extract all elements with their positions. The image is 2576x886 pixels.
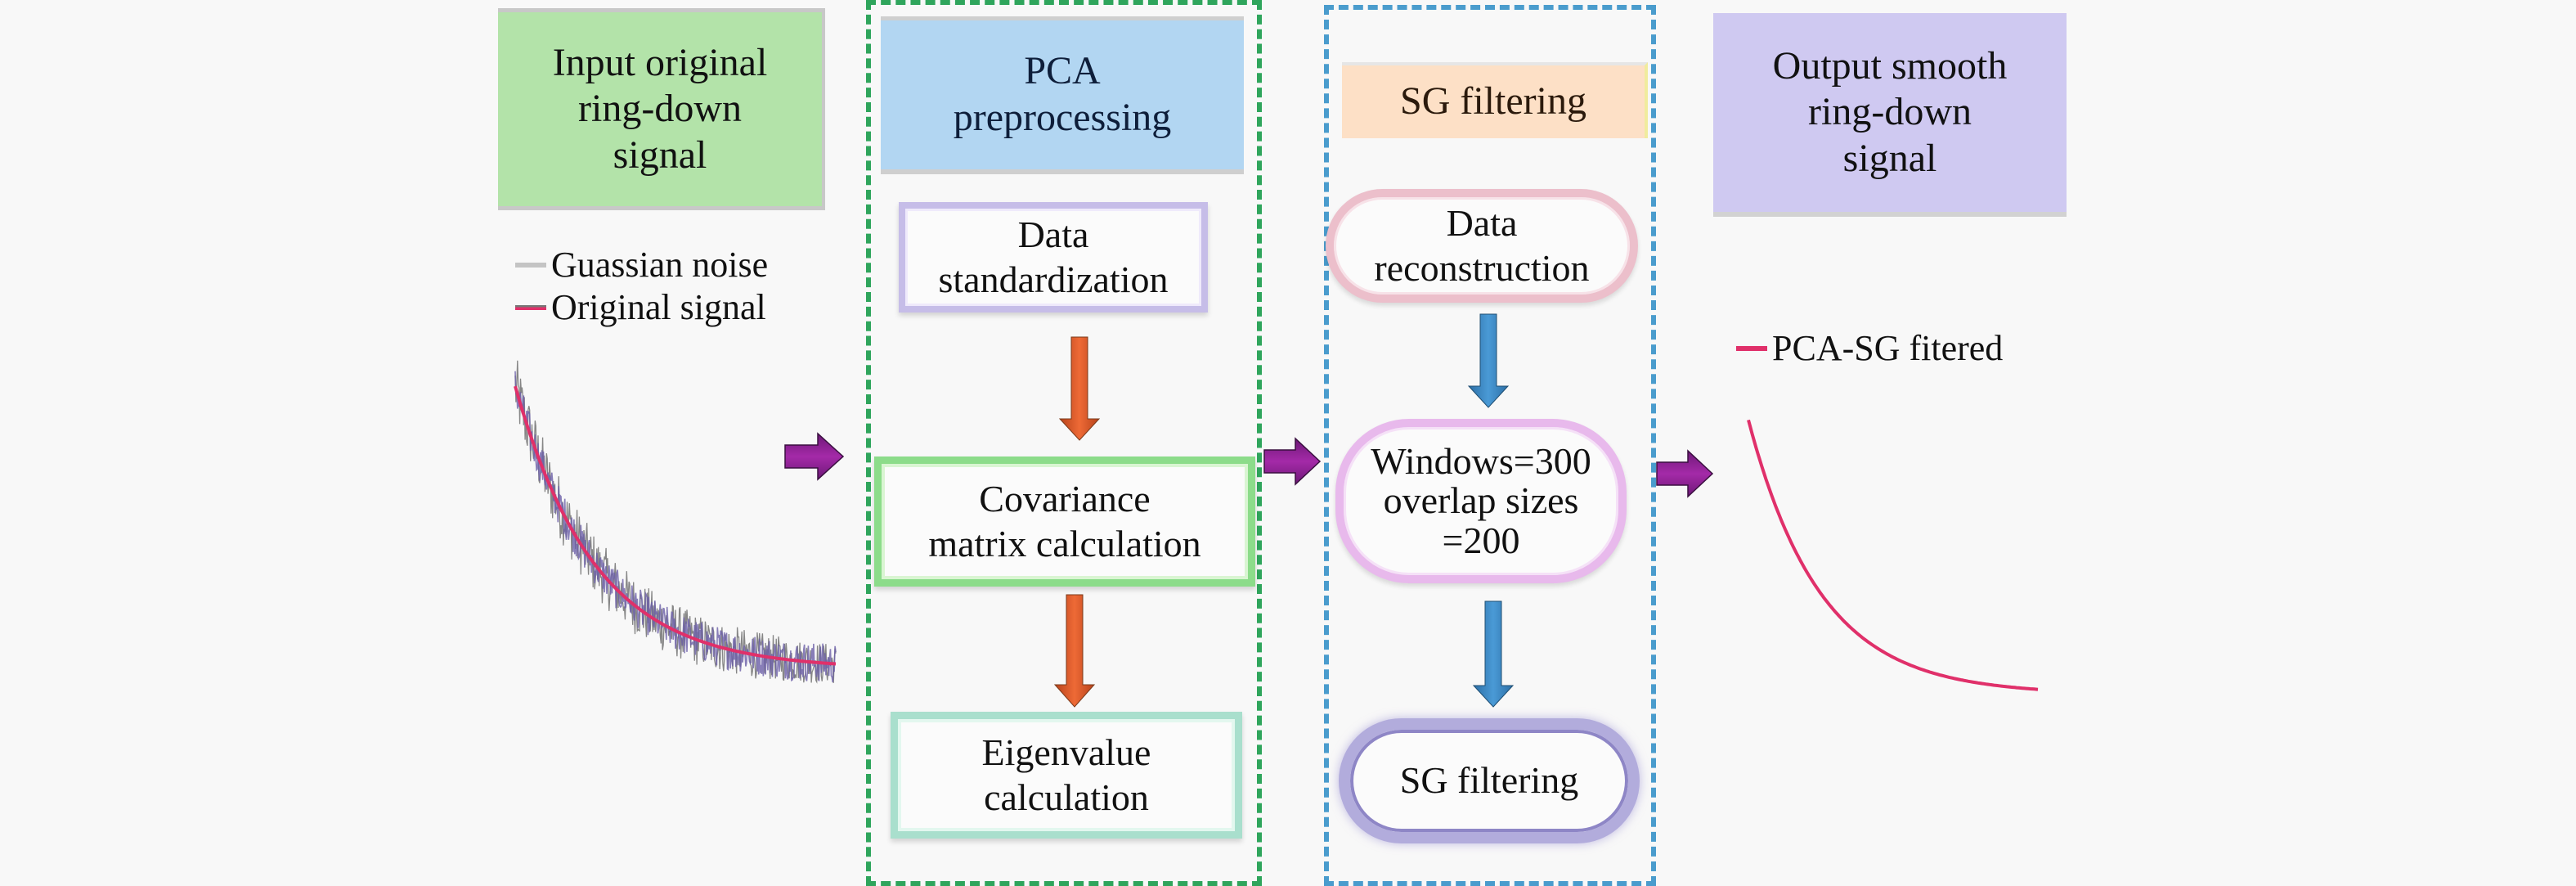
step-label-line: Windows=300 <box>1371 440 1591 483</box>
output-signal-box: Output smooth ring-down signal <box>1713 13 2067 217</box>
step-label-line: Data <box>1017 214 1089 256</box>
input-signal-chart <box>514 360 837 684</box>
input-title-line-2: ring-down <box>578 87 742 131</box>
legend-item-original: Original signal <box>515 286 766 328</box>
down-arrow-icon <box>1472 600 1515 708</box>
sg-header-label: SG filtering <box>1400 79 1586 124</box>
output-signal-chart <box>1747 419 2039 691</box>
input-signal-box: Input original ring-down signal <box>498 8 825 210</box>
legend-label-original: Original signal <box>551 287 766 327</box>
sg-filtering-frame <box>1324 5 1656 886</box>
step-label-line: =200 <box>1442 519 1520 561</box>
legend-swatch-original <box>515 304 546 310</box>
input-title-line-1: Input original <box>552 40 768 84</box>
down-arrow-icon <box>1058 336 1101 441</box>
output-title-line-3: signal <box>1842 136 1937 180</box>
input-title-line-3: signal <box>613 133 707 177</box>
legend-label-filtered: PCA-SG fitered <box>1772 328 2004 368</box>
covariance-matrix-step: Covariance matrix calculation <box>874 456 1255 587</box>
step-label-line: reconstruction <box>1374 246 1590 289</box>
eigenvalue-calculation-step: Eigenvalue calculation <box>891 712 1242 839</box>
down-arrow-icon <box>1053 594 1096 708</box>
legend-label-noise: Guassian noise <box>551 245 769 285</box>
step-label-line: calculation <box>984 776 1149 818</box>
data-reconstruction-step: Data reconstruction <box>1326 189 1638 303</box>
window-overlap-step: Windows=300 overlap sizes =200 <box>1335 419 1627 583</box>
step-label-line: SG filtering <box>1399 759 1579 802</box>
step-label-line: standardization <box>938 258 1169 300</box>
sg-filtering-step: SG filtering <box>1339 718 1640 843</box>
noise-series-line-overlay <box>514 371 837 683</box>
legend-swatch-noise <box>515 262 546 268</box>
step-label-line: Eigenvalue <box>981 731 1151 774</box>
pca-header-line-2: preprocessing <box>953 96 1172 139</box>
flow-arrow-right-icon <box>1263 437 1322 486</box>
output-title-line-2: ring-down <box>1808 90 1972 134</box>
step-label-line: overlap sizes <box>1383 479 1579 522</box>
down-arrow-icon <box>1467 313 1510 408</box>
pca-header-line-1: PCA <box>1024 49 1101 93</box>
sg-header: SG filtering <box>1342 62 1648 138</box>
step-label-line: matrix calculation <box>928 522 1201 564</box>
data-standardization-step: Data standardization <box>899 202 1208 313</box>
legend-item-filtered: PCA-SG fitered <box>1736 327 2003 369</box>
legend-item-noise: Guassian noise <box>515 244 768 286</box>
filtered-signal-line <box>1747 419 2039 691</box>
original-signal-line <box>514 385 837 666</box>
flow-arrow-right-icon <box>784 432 845 481</box>
flow-arrow-right-icon <box>1656 449 1714 498</box>
step-label-line: Data <box>1446 202 1518 245</box>
pca-header: PCA preprocessing <box>881 16 1244 174</box>
step-label-line: Covariance <box>979 478 1151 520</box>
pca-preprocessing-frame <box>866 0 1262 886</box>
legend-swatch-filtered <box>1736 345 1767 351</box>
output-title-line-1: Output smooth <box>1772 43 2008 88</box>
